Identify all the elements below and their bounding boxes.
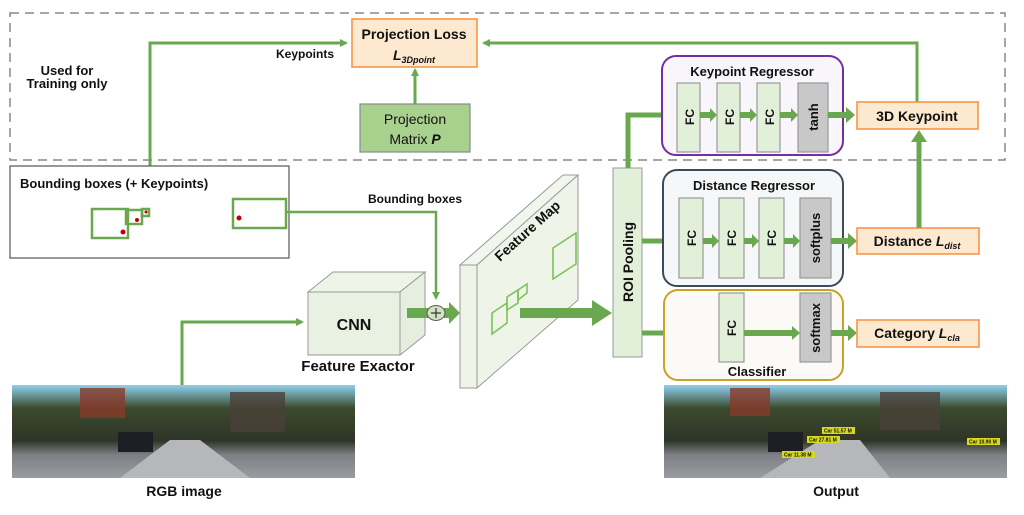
cls-activation: softmax xyxy=(808,302,823,353)
projection-matrix-line1: Projection xyxy=(384,111,446,127)
distance-regressor: Distance Regressor FC FC FC softplus xyxy=(662,169,857,287)
keypoints-label: Keypoints xyxy=(276,47,334,61)
feature-extractor-caption: Feature Exactor xyxy=(301,358,415,375)
output-image: Car 51.57 M Car 27.81 M Car 11.38 M Car … xyxy=(664,385,1007,478)
training-only-region xyxy=(9,12,1006,161)
dist-layer-3: FC xyxy=(765,230,779,246)
image-to-cnn-arrow xyxy=(180,318,304,385)
projection-loss-title: Projection Loss xyxy=(361,26,466,42)
kp-layer-3: FC xyxy=(763,109,777,125)
dist-layer-1: FC xyxy=(685,230,699,246)
output-3d-keypoint: 3D Keypoint xyxy=(856,101,979,130)
rgb-image xyxy=(12,385,355,478)
bounding-boxes-arrow xyxy=(287,210,440,300)
distance-label: Distance Ldist xyxy=(874,233,962,251)
bounding-box-panel: Bounding boxes (+ Keypoints) xyxy=(9,165,290,259)
keypoint-regressor: Keypoint Regressor FC FC FC tanh xyxy=(661,55,855,156)
feature-map-to-roi-arrow xyxy=(520,300,612,326)
concat-plus-icon xyxy=(426,305,446,321)
roi-pooling-label: ROI Pooling xyxy=(620,222,636,302)
bbox-panel-title: Bounding boxes (+ Keypoints) xyxy=(20,176,208,191)
cnn-label: CNN xyxy=(337,317,372,334)
cls-layer-1: FC xyxy=(725,320,739,336)
cnn-output-arrow-shaft xyxy=(407,308,429,318)
rgb-image-caption: RGB image xyxy=(146,483,222,499)
feature-map: Feature Map xyxy=(458,173,580,390)
kp-layer-2: FC xyxy=(723,109,737,125)
output-distance: Distance Ldist xyxy=(856,227,980,255)
category-label: Category Lcla xyxy=(874,325,960,343)
output-category: Category Lcla xyxy=(856,319,980,348)
projection-matrix-line2: Matrix P xyxy=(389,131,441,147)
detection-3: Car 11.38 M xyxy=(784,453,812,459)
bounding-boxes-label: Bounding boxes xyxy=(368,192,462,206)
dist-layer-2: FC xyxy=(725,230,739,246)
distance-regressor-title: Distance Regressor xyxy=(693,178,815,193)
keypoint-dots xyxy=(120,210,242,235)
kp-layer-1: FC xyxy=(683,109,697,125)
roi-to-keypoint-arrow xyxy=(625,112,668,168)
plus-to-feature-map-arrow xyxy=(444,302,460,324)
detection-1: Car 51.57 M xyxy=(824,429,852,435)
detection-2: Car 27.81 M xyxy=(809,438,837,444)
training-label-2: Training only xyxy=(27,76,109,91)
dist-activation: softplus xyxy=(808,213,823,264)
detection-labels: Car 51.57 M Car 27.81 M Car 11.38 M Car … xyxy=(782,427,1000,459)
projection-matrix-box: Projection Matrix P xyxy=(359,103,471,153)
3d-keypoint-label: 3D Keypoint xyxy=(876,108,958,124)
detection-4: Car 10.90 M xyxy=(969,440,997,446)
classifier-title: Classifier xyxy=(728,364,787,379)
training-label-1: Used for xyxy=(41,63,94,78)
feature-map-rois xyxy=(491,231,577,336)
bbox-drawings xyxy=(90,197,288,240)
keypoint-regressor-title: Keypoint Regressor xyxy=(690,64,814,79)
keypoint-to-loss-arrow xyxy=(482,39,919,102)
classifier: FC softmax Classifier xyxy=(663,289,857,381)
output-image-caption: Output xyxy=(813,483,859,499)
projection-loss-symbol: L3Dpoint xyxy=(393,47,436,65)
roi-pooling-block: ROI Pooling xyxy=(612,167,643,358)
projection-loss-box: Projection Loss L3Dpoint xyxy=(351,18,478,68)
kp-activation: tanh xyxy=(806,103,821,131)
keypoints-arrow xyxy=(148,39,348,166)
